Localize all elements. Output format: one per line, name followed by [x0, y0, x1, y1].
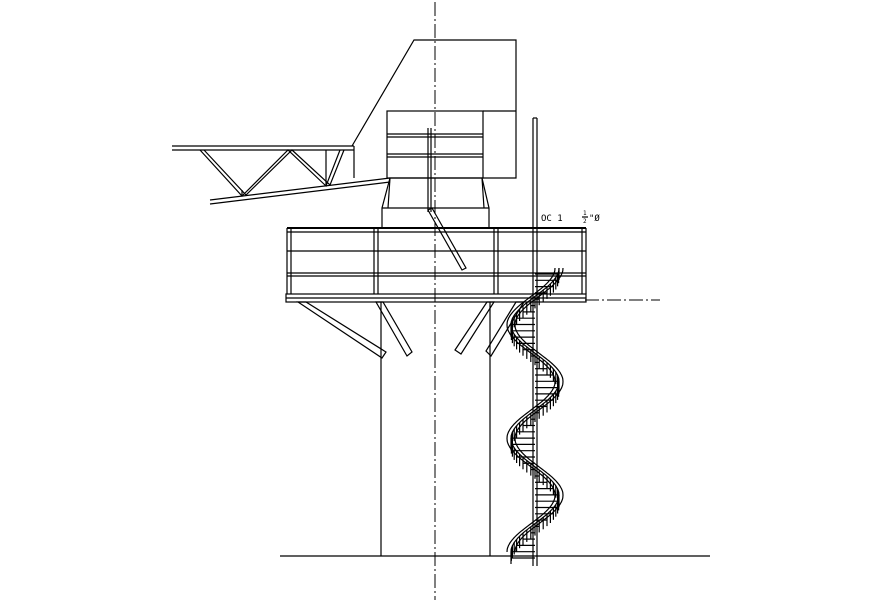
support-brackets: [296, 301, 526, 359]
platform-railing: [286, 227, 587, 294]
cab-mast: [427, 128, 467, 271]
annotation-prefix: OC 1: [541, 214, 563, 224]
annotation-suffix: "Ø: [589, 213, 600, 224]
counterweight-housing: [351, 39, 517, 179]
pipe-size-annotation: OC 1 1 2 "Ø: [541, 210, 600, 225]
spiral-stair: [506, 117, 564, 566]
jib-truss: [172, 145, 391, 205]
operator-cab: [386, 110, 484, 179]
annotation-numerator: 1: [583, 210, 587, 217]
stair-treads: [510, 268, 560, 564]
annotation-denominator: 2: [583, 218, 587, 225]
stair-stringer: [506, 267, 556, 553]
